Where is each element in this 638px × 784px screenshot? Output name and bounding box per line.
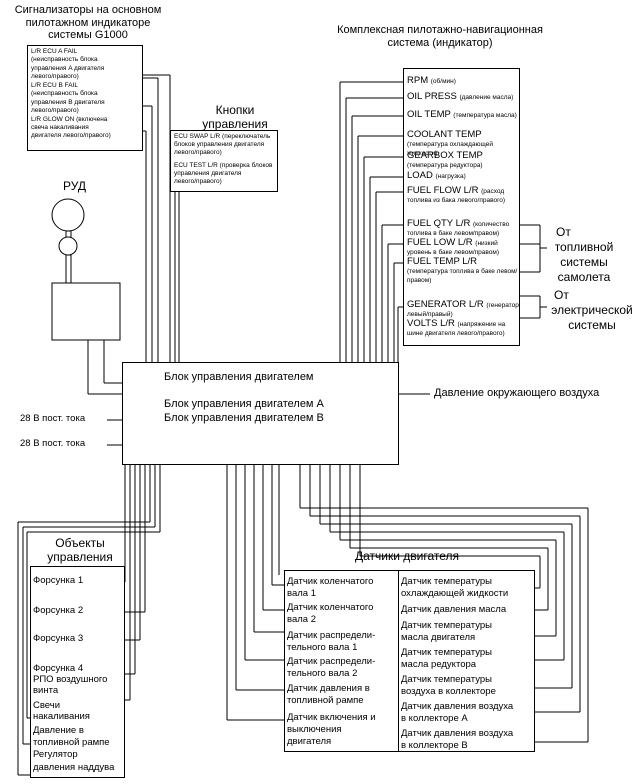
indicator-item-fuel-low: FUEL LOW L/R (низкий уровень в баке лево… (407, 237, 500, 257)
alerts-line: L/R GLOW ON (включена (31, 115, 108, 123)
fuel-system-label: От топливной системы самолета (554, 225, 614, 284)
ecu-b: Блок управления двигателем В (164, 412, 324, 424)
indicator-item-oil-temp: OIL TEMP (температура масла) (407, 109, 517, 120)
indicator-item-volts: VOLTS L/R (напряжение на шине двигателя … (407, 318, 506, 338)
buttons-line: левого/правого) (174, 177, 222, 185)
alerts-line: левого/правого) (31, 107, 79, 115)
object-item: Форсунка 1 (33, 575, 84, 586)
alerts-line: L/R ECU A FAIL (31, 48, 78, 55)
buttons-line: блоков управления двигателя (174, 140, 265, 148)
sensor-right-item: Датчик температуры (401, 620, 492, 631)
indicator-item-fuel-qty: FUEL QTY L/R (количество топлива в баке … (407, 218, 510, 238)
objects-heading: Объекты управления (47, 536, 113, 564)
sensor-right-item: Датчик температуры (401, 576, 492, 587)
sensor-right-item: охлаждающей жидкости (401, 588, 509, 599)
indicator-item-generator: GENERATOR L/R (генератор левый/правый) (407, 299, 519, 319)
ecu-box: Блок управления двигателем Блок управлен… (122, 362, 399, 465)
power-label-1: 28 В пост. тока (20, 413, 86, 424)
sensor-left-item: Датчик распредели- (287, 656, 376, 667)
sensor-left-item: Датчик коленчатого (287, 576, 374, 587)
sensor-right-item: Датчик температуры (401, 674, 492, 685)
object-item: Форсунка 3 (33, 633, 84, 644)
alerts-line: свеча накаливания (31, 123, 89, 131)
indicator-item-load: LOAD (нагрузка) (407, 170, 466, 181)
sensor-right-item: Датчик давления воздуха (401, 728, 514, 739)
buttons-box: ECU SWAP L/R (переключатель блоков управ… (170, 130, 278, 192)
sensor-left-item: топливной рампе (287, 695, 364, 706)
object-item: накаливания (33, 711, 90, 722)
indicator-item-coolant-temp: COOLANT TEMP (температура охлаждающей жи… (407, 129, 493, 158)
object-item: Свечи (33, 700, 61, 711)
buttons-line: управления двигателя (174, 170, 242, 178)
alerts-line: управления A двигателя (31, 64, 105, 72)
sensor-right-item: в коллекторе А (401, 713, 468, 724)
sensor-right-item: Датчик давления масла (401, 604, 507, 615)
object-item: Форсунка 4 (33, 663, 84, 674)
ecu-a: Блок управления двигателем А (164, 398, 324, 410)
sensor-right-item: Датчик давления воздуха (401, 701, 514, 712)
alerts-box: L/R ECU A FAIL (неисправность блока упра… (27, 45, 143, 151)
alerts-line: L/R ECU B FAIL (31, 81, 78, 89)
alerts-line: левого/правого) (31, 73, 79, 81)
buttons-line: ECU TEST L/R (проверка блоков (174, 162, 273, 170)
alerts-line: двигателя левого/правого) (31, 132, 111, 140)
objects-box (30, 566, 125, 778)
object-item: Регулятор (33, 749, 78, 760)
object-item: давления наддува (33, 762, 115, 773)
sensor-left-item: тельного вала 1 (287, 642, 358, 653)
indicator-item-fuel-flow: FUEL FLOW L/R (расход топлива из бака ле… (407, 185, 506, 205)
object-item: Форсунка 2 (33, 605, 84, 616)
power-label-2: 28 В пост. тока (20, 438, 86, 449)
indicator-item-fuel-temp: FUEL TEMP L/R (температура топлива в бак… (407, 256, 518, 285)
buttons-line: ECU SWAP L/R (переключатель (174, 133, 271, 140)
ambient-pressure-label: Давление окружающего воздуха (434, 387, 600, 399)
indicator-item-oil-press: OIL PRESS (давление масла) (407, 91, 514, 102)
sensors-divider (398, 570, 399, 752)
ecu-title: Блок управления двигателем (164, 371, 314, 383)
sensor-left-item: Датчик распредели- (287, 630, 376, 641)
alerts-line: (неисправность блока (31, 56, 98, 64)
sensor-left-item: выключения (287, 724, 342, 735)
indicator-box (403, 68, 520, 346)
sensor-right-item: масла редуктора (401, 659, 477, 670)
indicator-item-gearbox-temp: GEARBOX TEMP (температура редуктора) (407, 150, 483, 170)
sensor-left-item: двигателя (287, 736, 332, 747)
sensor-left-item: вала 1 (287, 588, 316, 599)
alerts-heading: Сигнализаторы на основном пилотажном инд… (14, 4, 162, 42)
sensors-box (284, 570, 535, 752)
object-item: Давление в (33, 725, 84, 736)
sensor-left-item: Датчик включения и (287, 712, 376, 723)
sensor-left-item: тельного вала 2 (287, 668, 358, 679)
sensor-right-item: воздуха в коллекторе (401, 686, 496, 697)
rud-label: РУД (63, 179, 86, 193)
alerts-line: (неисправность блока (31, 90, 98, 98)
indicator-heading: Комплексная пилотажно-навигационная сист… (337, 24, 543, 49)
object-item: РПО воздушного (33, 674, 108, 685)
sensor-left-item: Датчик коленчатого (287, 602, 374, 613)
sensor-right-item: в коллекторе В (401, 740, 468, 751)
sensors-heading: Датчики двигателя (355, 549, 460, 563)
electric-system-label: От электрической системы (551, 288, 633, 332)
sensor-left-item: вала 2 (287, 614, 316, 625)
object-item: винта (33, 685, 59, 696)
indicator-item-rpm: RPM (об/мин) (407, 75, 456, 86)
buttons-heading: Кнопки управления (202, 103, 268, 131)
buttons-line: левого/правого) (174, 148, 222, 156)
sensor-right-item: Датчик температуры (401, 647, 492, 658)
sensor-left-item: Датчик давления в (287, 683, 370, 694)
alerts-line: управления B двигателя (31, 98, 105, 106)
sensor-right-item: масла двигателя (401, 632, 476, 643)
object-item: топливной рампе (33, 737, 110, 748)
